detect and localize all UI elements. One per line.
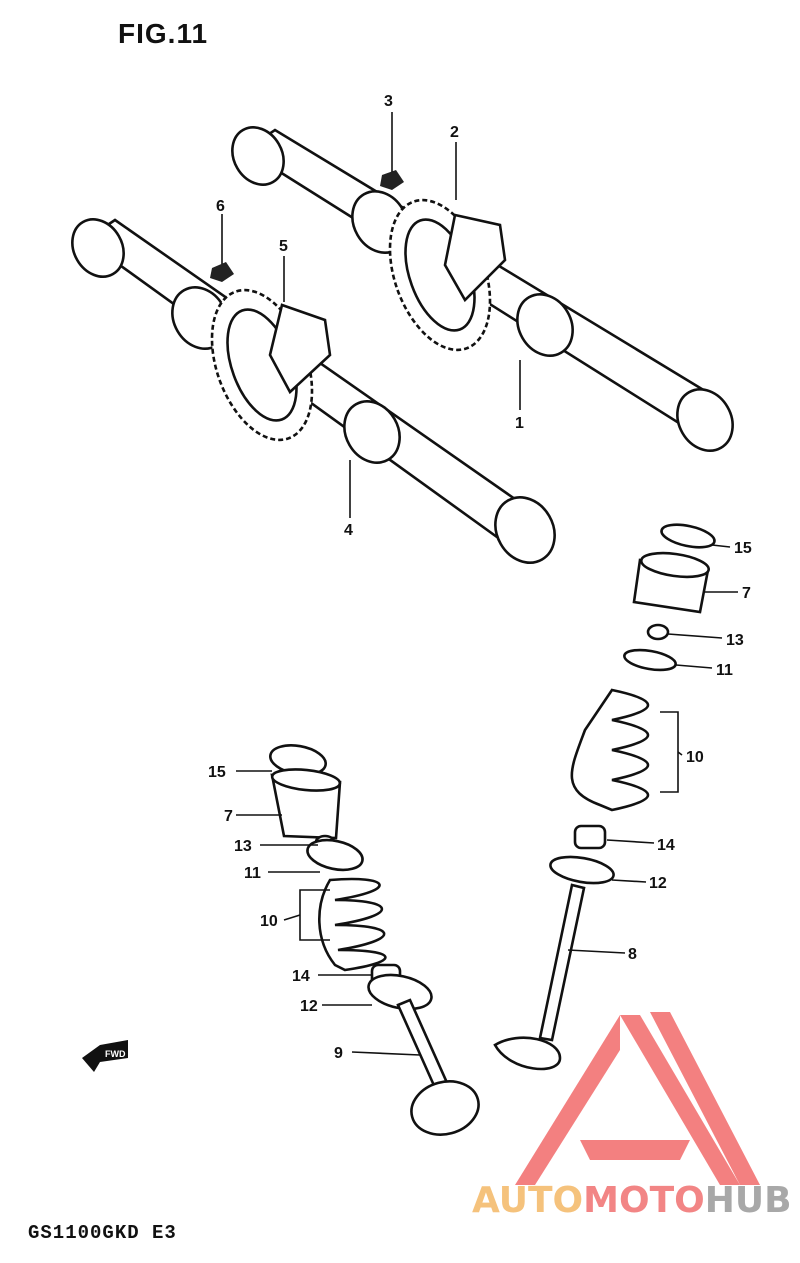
spring-seat-12-right [549,855,615,885]
logo-mark-right [620,1015,740,1185]
spring-retainer-11-left [306,838,364,872]
valve-lifter-7-left [270,768,342,840]
logo-mark-outer [650,1012,760,1185]
callout-14-left: 14 [292,968,310,985]
logo-hub: HUB [705,1180,792,1221]
figure-title: FIG.11 [118,18,209,49]
callout-13-right: 13 [726,632,744,649]
camshaft-sprocket-lower [210,288,332,442]
valve-9 [396,998,480,1136]
callout-10-left: 10 [260,913,278,930]
valve-lifter-7-right [632,551,711,614]
callout-12-right: 12 [649,875,667,892]
model-code: GS1100GKD E3 [28,1222,177,1244]
callout-1: 1 [515,415,524,432]
camshaft-sprocket-upper [388,198,507,352]
callout-7-left: 7 [224,808,233,825]
logo-text: AUTOMOTOHUB [472,1180,792,1221]
callout-15-left: 15 [208,764,226,781]
callout-15-right: 15 [734,540,752,557]
callout-14-right: 14 [657,837,675,854]
callout-4: 4 [344,522,353,539]
callout-12-left: 12 [300,998,318,1015]
callout-2: 2 [450,124,459,141]
callout-5: 5 [279,238,288,255]
callout-6: 6 [216,198,225,215]
intake-camshaft [71,218,556,564]
automotohub-watermark: AUTOMOTOHUB [472,1012,792,1221]
callout-9: 9 [334,1045,343,1062]
logo-moto: MOTO [583,1180,705,1221]
oil-seal-14-right [573,824,607,850]
sprocket-bolt-3 [380,170,404,190]
sprocket-bolt-6 [210,262,234,282]
valve-springs-10-left [318,877,387,972]
callout-11-left: 11 [244,865,261,882]
callout-7-right: 7 [742,585,751,602]
forward-label: FWD [105,1049,126,1059]
callout-8: 8 [628,946,637,963]
valve-8 [493,883,586,1071]
logo-mark-bar [580,1140,690,1160]
callout-11-right: 11 [716,662,733,679]
shim-15-right [660,523,716,549]
logo-mark-left [515,1015,620,1185]
spring-seat-12-left [367,973,433,1011]
cotter-13-right [646,623,670,641]
logo-auto: AUTO [472,1180,583,1221]
callout-13-left: 13 [234,838,252,855]
spring-retainer-11-right [623,648,677,672]
callout-labels: 3 2 6 5 1 4 15 7 13 11 10 14 12 8 15 7 1… [208,93,752,1062]
callout-10-right: 10 [686,749,704,766]
forward-direction-arrow: FWD [82,1040,128,1072]
valve-springs-10-right [570,688,650,812]
leader-lines [221,112,738,1056]
callout-3: 3 [384,93,393,110]
